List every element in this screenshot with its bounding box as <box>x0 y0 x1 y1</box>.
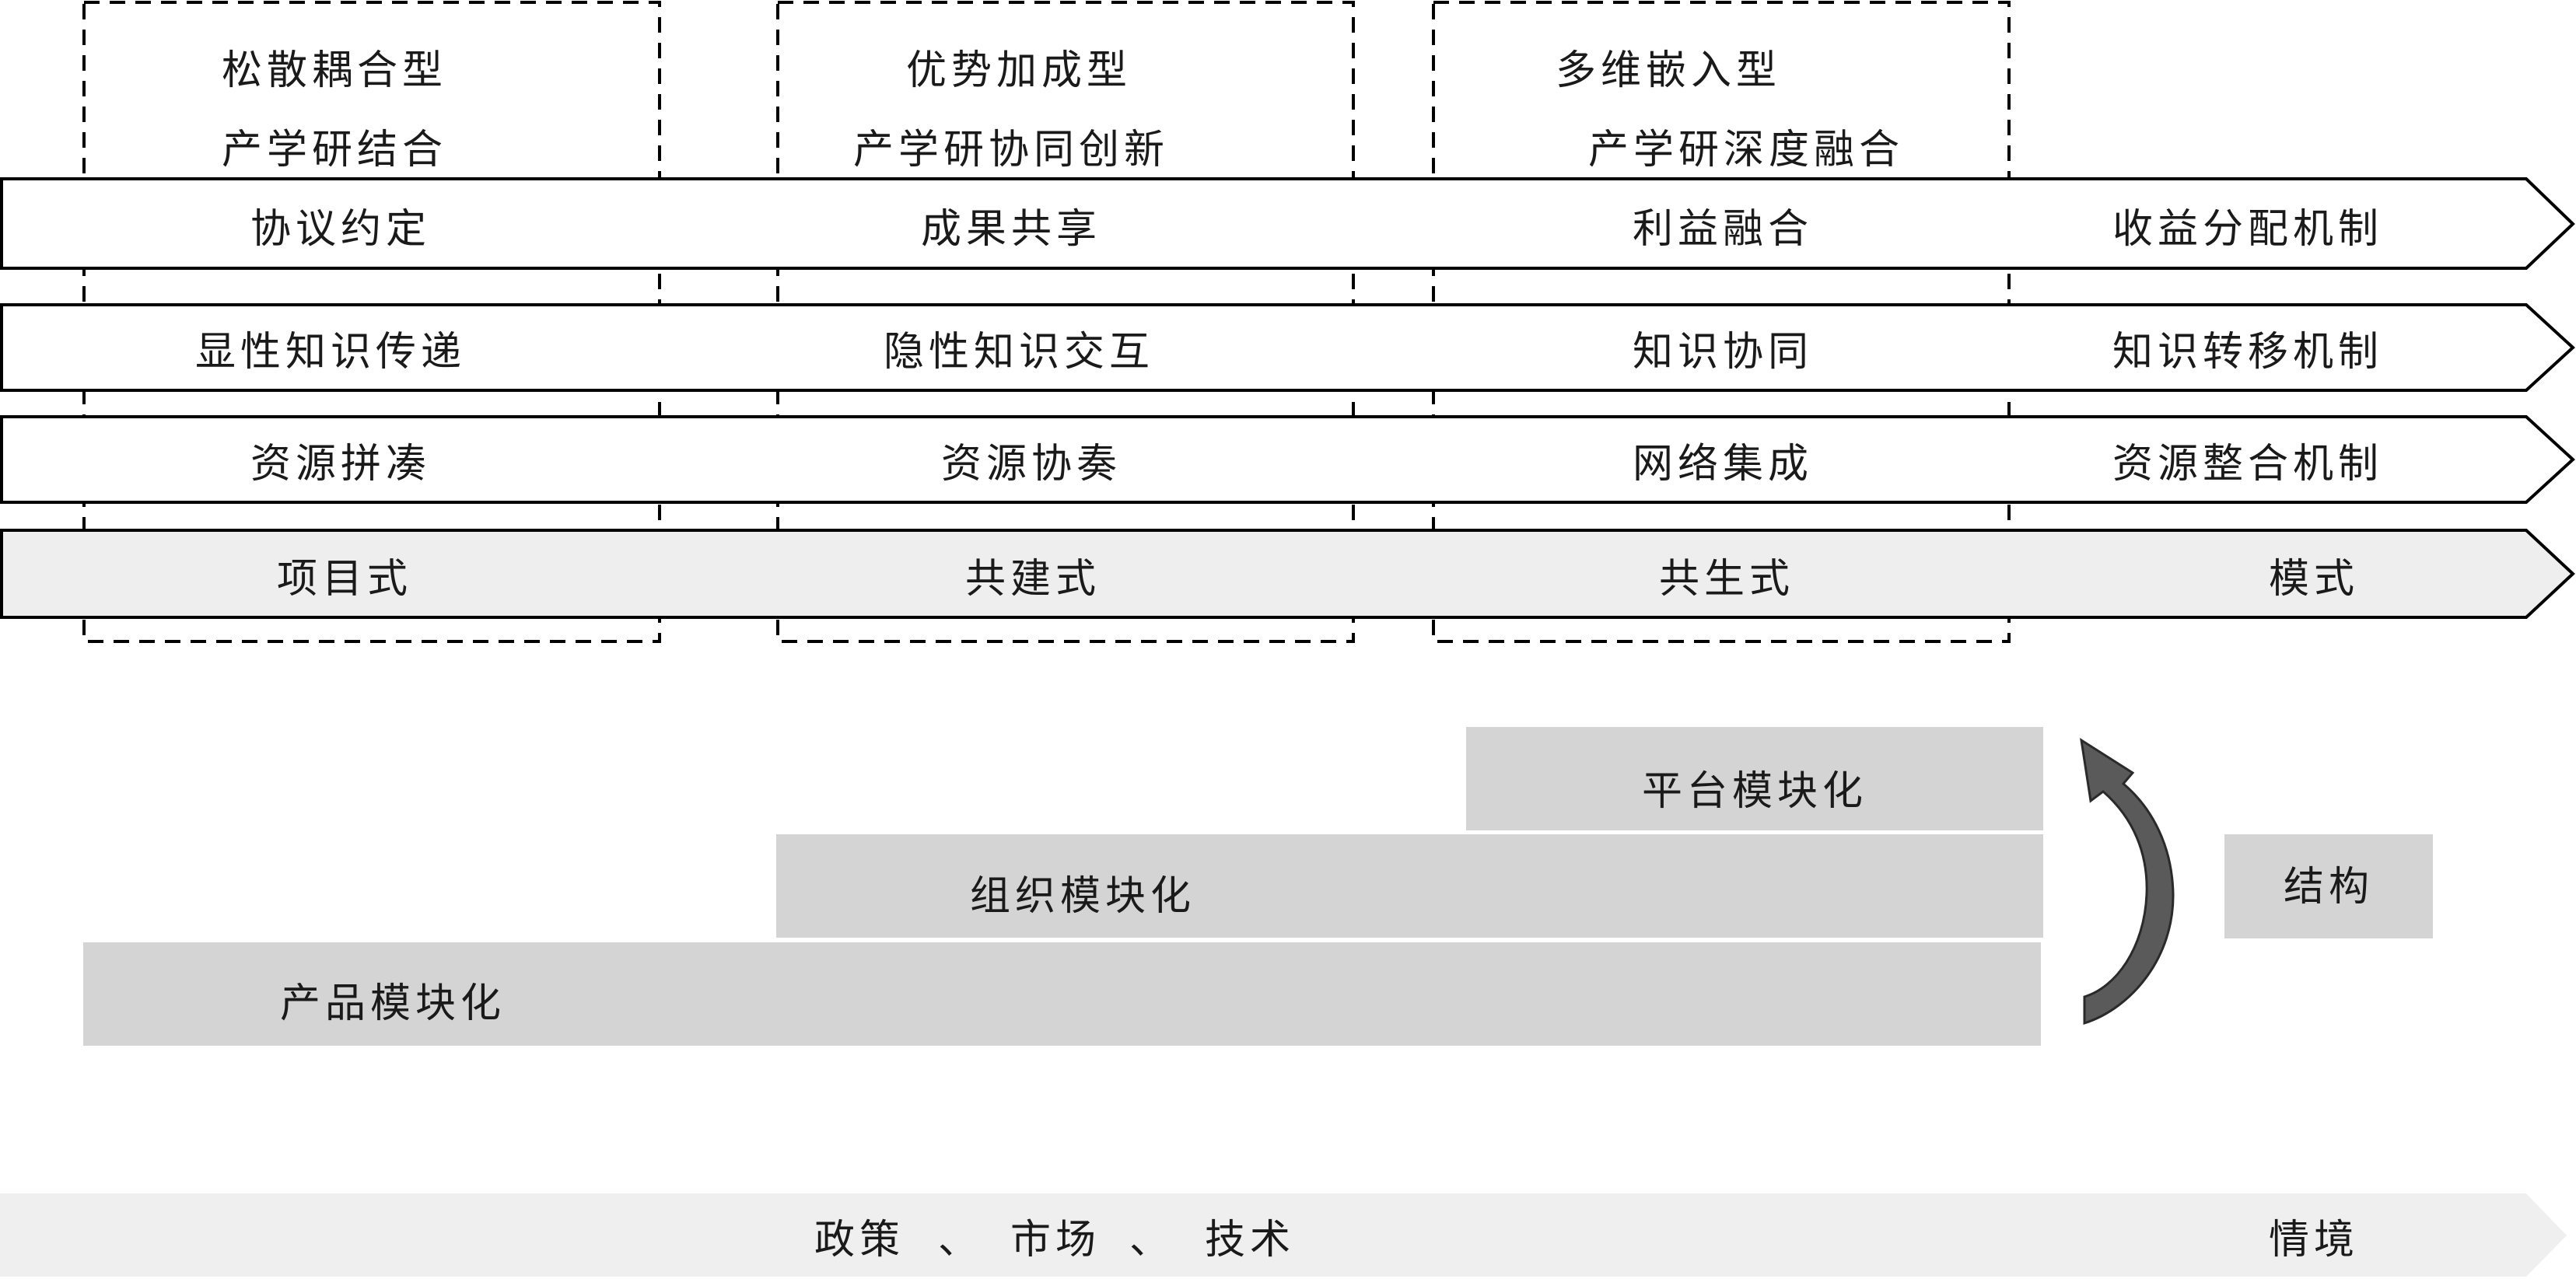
benefit-band-label: 收益分配机制 <box>2112 206 2383 253</box>
knowledge-cell-3: 知识协同 <box>1633 329 1813 376</box>
product-modularity-block <box>83 942 2041 1046</box>
resource-band-arrow <box>0 415 2575 504</box>
stage-1-subtitle: 产学研结合 <box>222 127 447 173</box>
stage-2-title: 优势加成型 <box>906 47 1132 94</box>
benefit-band-arrow <box>0 177 2575 270</box>
mode-cell-1: 项目式 <box>277 556 412 603</box>
mode-band-arrow <box>0 529 2575 619</box>
benefit-cell-3: 利益融合 <box>1633 206 1813 253</box>
context-item-market: 市场 <box>1010 1217 1101 1263</box>
context-separator-1: 、 <box>938 1217 978 1263</box>
context-band-label: 情境 <box>2269 1217 2359 1263</box>
curved-up-arrow-icon <box>2080 737 2175 1026</box>
mode-cell-3: 共生式 <box>1659 556 1794 603</box>
stage-1-title: 松散耦合型 <box>222 47 447 94</box>
stage-3-subtitle: 产学研深度融合 <box>1588 127 1904 173</box>
context-band-arrow <box>0 1193 2567 1277</box>
mode-band-label: 模式 <box>2269 556 2359 603</box>
knowledge-cell-2: 隐性知识交互 <box>884 329 1154 376</box>
stage-3-title: 多维嵌入型 <box>1556 47 1781 94</box>
resource-cell-3: 网络集成 <box>1633 441 1813 487</box>
structure-label: 结构 <box>2284 864 2374 910</box>
context-item-policy: 政策 <box>814 1217 905 1263</box>
product-modularity-label: 产品模块化 <box>280 980 506 1027</box>
platform-modularity-label: 平台模块化 <box>1642 768 1867 815</box>
organization-modularity-block <box>776 834 2043 938</box>
stage-2-subtitle: 产学研协同创新 <box>853 127 1169 173</box>
structure-label-box <box>2224 834 2433 938</box>
knowledge-band-arrow <box>0 303 2575 392</box>
context-item-technology: 技术 <box>1205 1217 1295 1263</box>
benefit-cell-2: 成果共享 <box>921 206 1101 253</box>
benefit-cell-1: 协议约定 <box>250 206 431 253</box>
resource-band-label: 资源整合机制 <box>2112 441 2383 487</box>
knowledge-band-label: 知识转移机制 <box>2112 329 2383 376</box>
resource-cell-1: 资源拼凑 <box>250 441 431 487</box>
resource-cell-2: 资源协奏 <box>941 441 1122 487</box>
knowledge-cell-1: 显性知识传递 <box>195 329 466 376</box>
platform-modularity-block <box>1466 727 2043 830</box>
organization-modularity-label: 组织模块化 <box>970 873 1195 920</box>
context-separator-2: 、 <box>1129 1217 1170 1263</box>
mode-cell-2: 共建式 <box>965 556 1101 603</box>
